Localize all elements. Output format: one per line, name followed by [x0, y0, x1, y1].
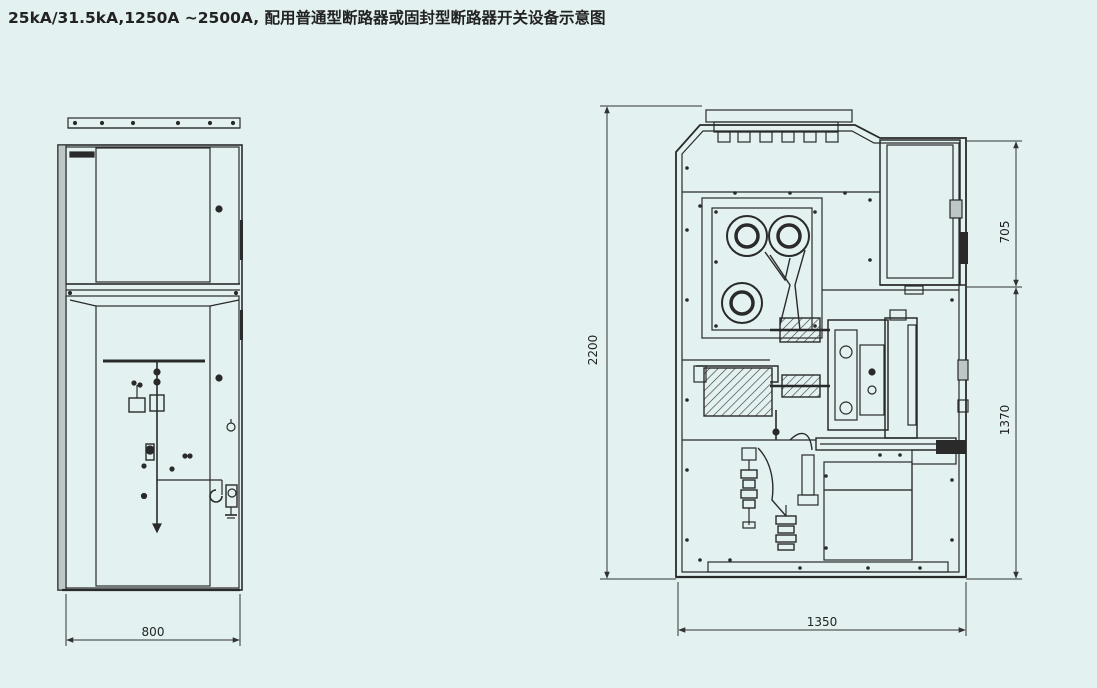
front-lower-panel — [95, 305, 211, 587]
front-top-cap — [67, 117, 241, 129]
front-upper-panel — [95, 147, 211, 283]
front-width-label: 800 — [142, 625, 165, 639]
lv-compartment — [879, 139, 961, 286]
mimic-diagram — [103, 220, 243, 534]
surge-arrester — [740, 447, 758, 529]
front-view — [57, 117, 243, 592]
front-width-dimension — [65, 594, 241, 646]
front-cabinet — [57, 144, 243, 591]
side-top-terminals — [705, 109, 853, 123]
upper-height-label: 705 — [998, 221, 1012, 244]
busbar-compartment — [701, 197, 823, 339]
current-transformer — [703, 367, 773, 417]
cable-terminal — [775, 454, 819, 551]
side-enclosure — [675, 124, 967, 578]
circuit-breaker — [827, 309, 918, 439]
lower-height-label: 1370 — [998, 405, 1012, 436]
side-base — [707, 561, 949, 573]
side-rivets — [685, 166, 954, 570]
side-width-label: 1350 — [807, 615, 838, 629]
busbar-bushings — [721, 215, 810, 324]
side-height-label: 2200 — [586, 335, 600, 366]
front-upper-door — [65, 146, 240, 285]
front-lower-door — [65, 295, 240, 589]
page-title: 25kA/31.5kA,1250A ~2500A, 配用普通型断路器或固封型断路… — [8, 9, 606, 27]
side-dimensions — [600, 105, 1022, 636]
side-view — [675, 109, 969, 579]
